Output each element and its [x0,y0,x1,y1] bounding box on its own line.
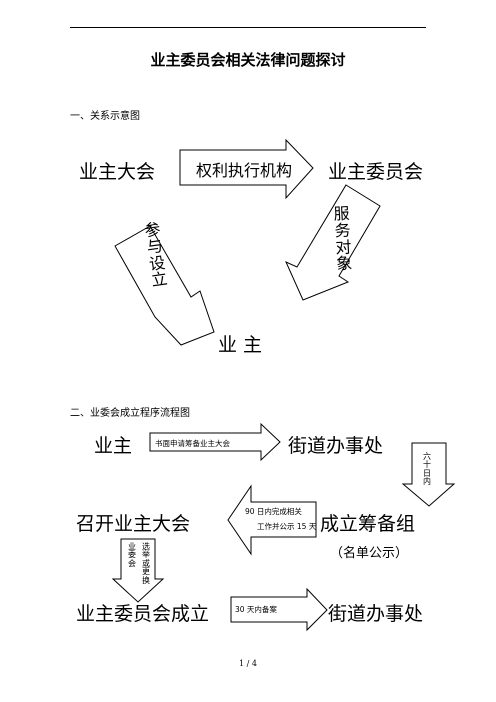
document-title: 业主委员会相关法律问题探讨 [150,51,346,69]
committee-char-2: 委 [128,550,136,560]
label-thirty-days: 30 天内备案 [235,605,277,614]
sixty-char-3: 日 [423,468,431,478]
label-committee-vertical: 业 委 会 [128,542,136,568]
flow-prep-group: 成立筹备组 [320,513,416,535]
section1-heading: 一、关系示意图 [70,111,140,122]
sixty-char-1: 六 [423,452,431,461]
arrow-up-participate [114,225,215,346]
sixty-char-4: 内 [423,477,431,487]
committee-char-1: 业 [128,542,136,551]
flow-street-office-2: 街道办事处 [328,603,424,625]
label-elect-replace: 选 举 或 更 换 [142,542,150,585]
participate-char-4: 立 [150,269,169,291]
label-service-target: 服 务 对 象 [333,204,353,274]
arrow-down-sixty [401,442,456,507]
elect-char-5: 换 [142,575,150,585]
node-owner: 业 主 [218,334,263,356]
arrow-right-apply [149,422,281,462]
header-rule [70,27,426,28]
node-owners-committee: 业主委员会 [328,161,424,183]
label-ninety-line1: 90 日内完成相关 [245,507,302,516]
sixty-char-2: 十 [423,460,431,470]
label-ninety-line2: 工作并公示 15 天 [257,522,317,531]
label-rights-execution: 权利执行机构 [196,161,293,180]
label-written-application: 书面申请筹备业主大会 [155,439,230,448]
flow-list-publicity: （名单公示） [330,546,409,561]
section2-heading: 二、业委会成立程序流程图 [70,408,190,419]
label-sixty-days: 六 十 日 内 [423,452,431,487]
elect-char-1: 选 [142,542,150,551]
flow-hold-assembly: 召开业主大会 [76,513,191,535]
arrow-left-ninety [227,484,317,556]
arrow-right-rights [179,138,314,200]
committee-char-3: 会 [128,558,136,568]
node-owners-assembly: 业主大会 [79,161,156,183]
flow-owner: 业主 [94,435,133,457]
arrow-down-service [285,184,381,301]
arrow-down-elect [111,538,165,603]
flow-street-office-1: 街道办事处 [288,435,384,457]
service-char-4: 象 [335,253,353,274]
flow-committee-established: 业主委员会成立 [76,603,210,625]
elect-char-4: 更 [142,567,150,577]
elect-char-2: 举 [142,550,150,560]
elect-char-3: 或 [142,558,150,568]
page-number: 1 / 4 [239,659,257,668]
arrow-right-record [230,587,328,632]
